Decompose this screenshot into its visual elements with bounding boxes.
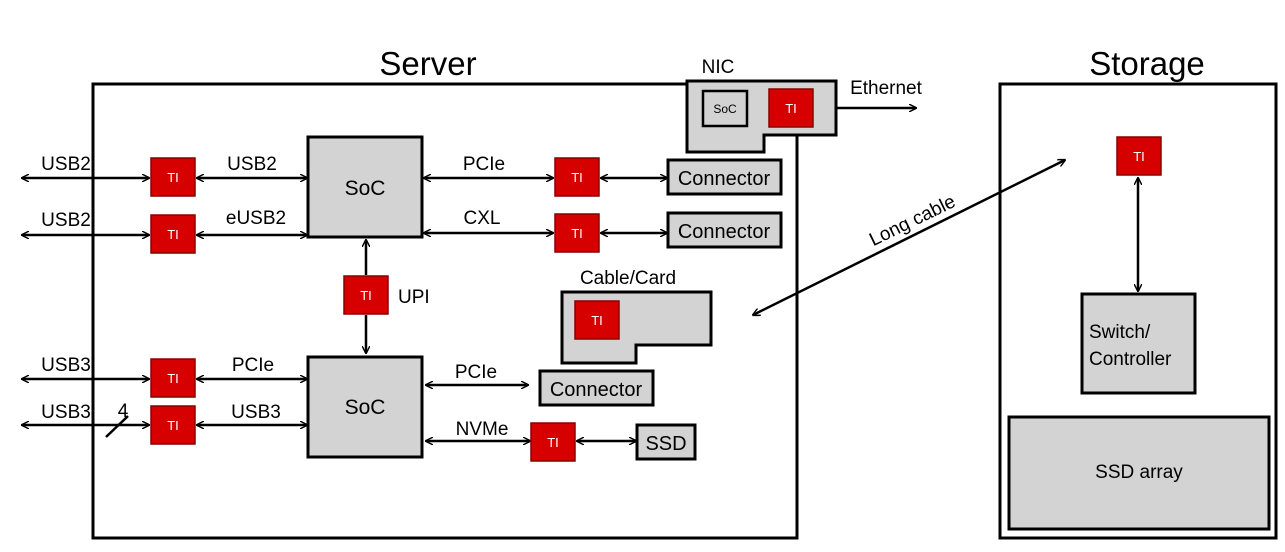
ssd-array-block: SSD array — [1007, 415, 1271, 531]
soc-bottom-label: SoC — [345, 396, 386, 419]
switch-label-line1: Switch/ — [1089, 322, 1151, 343]
usb2-ext-label-2: USB2 — [41, 210, 91, 231]
connector-1: Connector — [666, 158, 783, 196]
connector-2-label: Connector — [678, 221, 771, 243]
ti-label: TI — [571, 170, 583, 185]
upi-label: UPI — [398, 287, 430, 308]
ti-label: TI — [547, 435, 559, 450]
ssd-array-label: SSD array — [1095, 462, 1183, 483]
long-cable-link — [753, 158, 1065, 317]
ssd-label: SSD — [645, 433, 686, 455]
lane-count-label: 4 — [118, 401, 129, 422]
ti-label: TI — [360, 288, 372, 303]
soc-top-block: SoC — [306, 135, 424, 239]
nic-soc-box — [701, 89, 749, 128]
ti-label: TI — [167, 170, 179, 185]
ti-label: TI — [167, 418, 179, 433]
ti-chip-upi: TI — [343, 275, 389, 315]
usb3-ext-label-2: USB3 — [41, 402, 91, 423]
nic-soc-label: SoC — [713, 102, 737, 116]
eusb2-label: eUSB2 — [226, 208, 286, 229]
ti-chip-storage: TI — [1116, 136, 1162, 176]
cxl-label: CXL — [464, 208, 501, 229]
nic-title: NIC — [702, 57, 735, 78]
ti-label: TI — [591, 313, 603, 328]
ti-label: TI — [1133, 149, 1145, 164]
soc-bottom-block: SoC — [306, 355, 424, 459]
ti-chip-cxl: TI — [554, 213, 600, 253]
ti-label: TI — [167, 227, 179, 242]
ethernet-label: Ethernet — [850, 78, 923, 99]
ti-chip-pcie-top: TI — [554, 157, 600, 197]
ti-chip-nic: TI — [768, 88, 814, 128]
storage-title: Storage — [1089, 45, 1205, 82]
server-title: Server — [379, 45, 476, 82]
ti-chip-usb3-2: TI — [150, 405, 196, 445]
usb2-int-label: USB2 — [227, 154, 277, 175]
switch-controller-block: Switch/ Controller — [1080, 292, 1197, 395]
ti-chip-usb3-1: TI — [150, 358, 196, 398]
usb3-ext-label-1: USB3 — [41, 355, 91, 376]
usb3-int-label: USB3 — [231, 402, 281, 423]
ti-label: TI — [167, 371, 179, 386]
long-cable-label: Long cable — [866, 191, 959, 251]
ti-chip-cable-card: TI — [574, 300, 620, 340]
soc-top-label: SoC — [345, 177, 386, 200]
switch-label-line2: Controller — [1089, 349, 1172, 370]
ti-label: TI — [785, 101, 797, 116]
connector-3-label: Connector — [550, 379, 643, 401]
connection-lines — [22, 108, 1138, 441]
ti-chip-usb2-1: TI — [150, 157, 196, 197]
ti-label: TI — [571, 226, 583, 241]
lane-slash — [105, 415, 129, 438]
pcie-bottom-right-label: PCIe — [455, 362, 497, 383]
ti-chip-nvme: TI — [530, 422, 576, 462]
ssd-block: SSD — [635, 423, 697, 461]
connector-1-label: Connector — [678, 168, 771, 190]
connector-2: Connector — [666, 211, 783, 249]
nvme-label: NVMe — [456, 419, 509, 440]
connector-3: Connector — [538, 369, 655, 407]
usb2-ext-label-1: USB2 — [41, 154, 91, 175]
pcie-top-label: PCIe — [463, 154, 505, 175]
cable-card-label: Cable/Card — [580, 268, 676, 289]
pcie-bottom-left-label: PCIe — [232, 355, 274, 376]
ti-chip-usb2-2: TI — [150, 214, 196, 254]
